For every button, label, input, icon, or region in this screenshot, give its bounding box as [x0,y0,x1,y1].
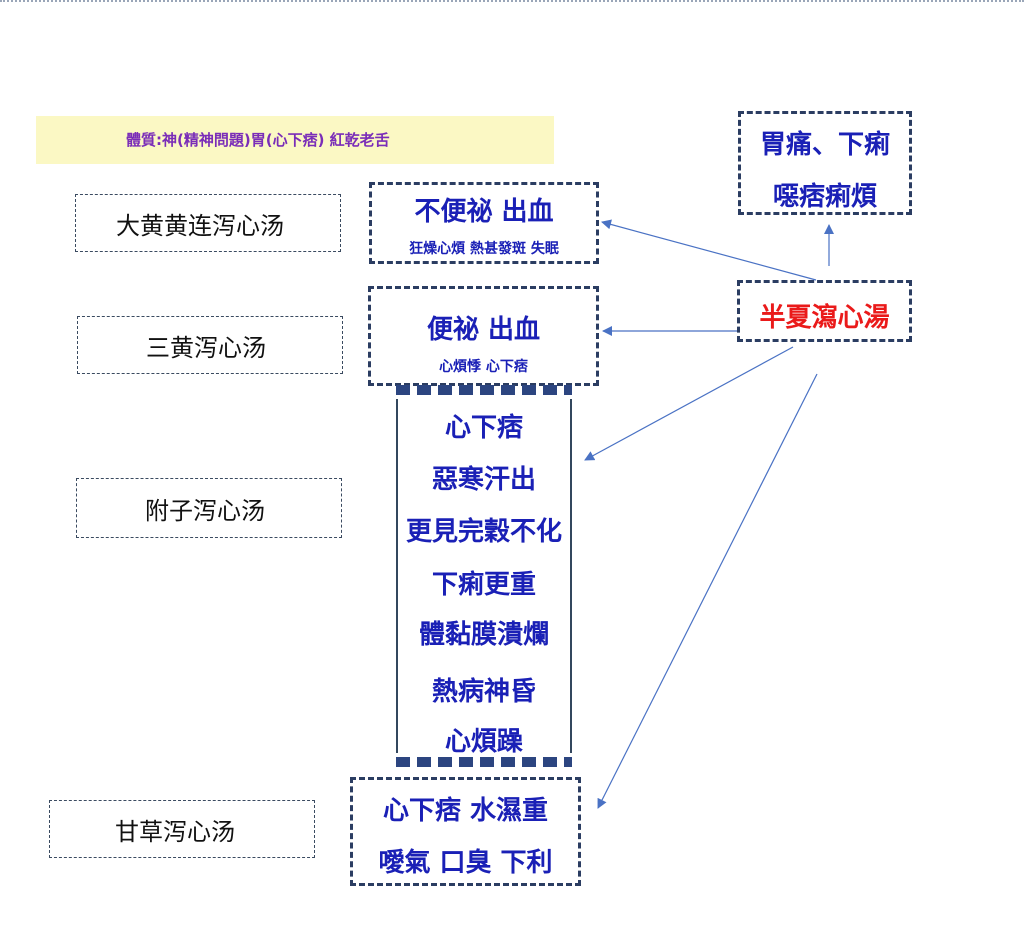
dahuang-line1: 不便祕 出血 [414,197,554,227]
symptom-box-top-right: 胃痛、下痢 噁痞痢煩 [738,111,912,215]
fuzi-line-6: 熱病神昏 [431,677,536,707]
arrow-to-gancao [597,373,818,809]
top-right-line2: 噁痞痢煩 [772,182,877,212]
symptom-box-sanhuang: 便祕 出血 心煩悸 心下痞 [368,286,599,386]
top-dotted-border [0,0,1024,4]
gancao-line1: 心下痞 水濕重 [382,796,549,826]
formula-dahuang-huanglian: 大黄黄连泻心汤 [75,194,341,252]
symptom-box-gancao: 心下痞 水濕重 噯氣 口臭 下利 [350,777,581,886]
formula-sanhuang-label: 三黄泻心汤 [146,333,266,362]
fuzi-line-1: 心下痞 [444,413,523,443]
fuzi-line-7: 心煩躁 [444,727,523,757]
fuzi-line-3: 更見完穀不化 [405,517,562,547]
center-formula-box: 半夏瀉心湯 [737,280,912,342]
symptom-box-dahuang: 不便祕 出血 狂燥心煩 熱甚發斑 失眠 [369,182,599,264]
formula-gancao-label: 甘草泻心汤 [115,817,235,846]
formula-dahuang-label: 大黄黄连泻心汤 [116,211,284,240]
sanhuang-line2: 心煩悸 心下痞 [439,359,528,375]
top-right-line1: 胃痛、下痢 [759,130,890,160]
symptom-box-fuzi: 心下痞 惡寒汗出 更見完穀不化 下痢更重 體黏膜潰爛 熱病神昏 心煩躁 [396,385,572,767]
constitution-banner: 體質:神(精神問題)胃(心下痞) 紅乾老舌 [36,116,554,164]
formula-fuzi-label: 附子泻心汤 [145,496,265,525]
dahuang-line2: 狂燥心煩 熱甚發斑 失眠 [409,241,559,257]
fuzi-box-right-edge [570,399,572,753]
formula-gancao: 甘草泻心汤 [49,800,315,858]
fuzi-box-top-edge [396,385,572,395]
fuzi-line-4: 下痢更重 [431,570,536,600]
formula-fuzi: 附子泻心汤 [76,478,342,538]
gancao-line2: 噯氣 口臭 下利 [378,848,553,878]
formula-sanhuang: 三黄泻心汤 [77,316,343,374]
arrow-to-dahuang [601,219,817,281]
center-formula-label: 半夏瀉心湯 [759,303,890,333]
fuzi-line-5: 體黏膜潰爛 [418,620,549,650]
fuzi-line-2: 惡寒汗出 [431,465,536,495]
fuzi-box-left-edge [396,399,398,753]
fuzi-box-bottom-edge [396,757,572,767]
banner-text: 體質:神(精神問題)胃(心下痞) 紅乾老舌 [126,131,390,149]
sanhuang-line1: 便祕 出血 [426,315,541,345]
arrow-to-fuzi [584,346,794,461]
